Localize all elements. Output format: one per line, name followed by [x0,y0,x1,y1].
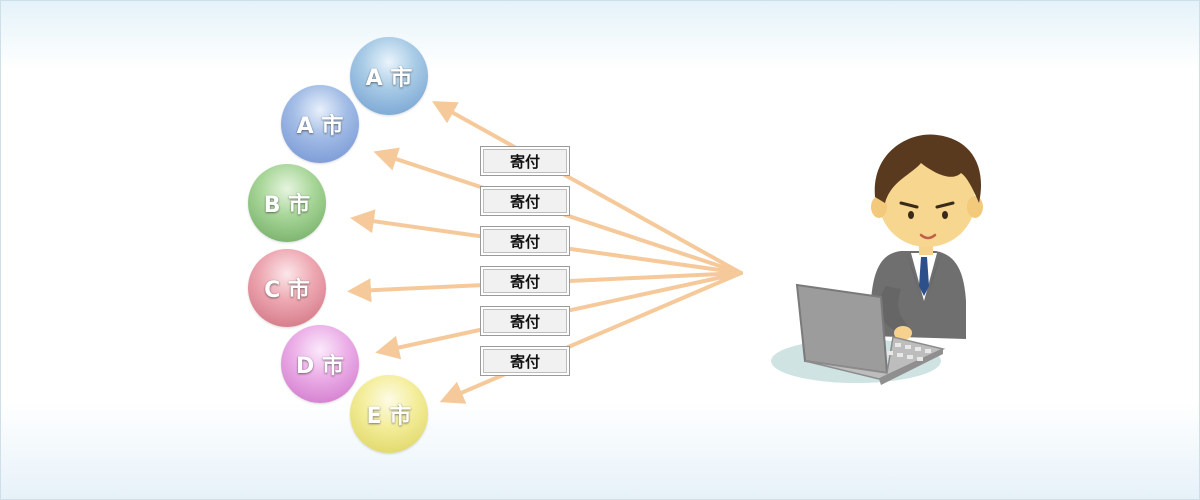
person-at-laptop-icon [771,134,983,385]
donation-label-4: 寄付 [480,266,570,296]
city-bubble-6: E 市 [350,375,428,453]
city-label: A 市 [296,114,344,139]
donation-label-3: 寄付 [480,226,570,256]
donation-label-5: 寄付 [480,306,570,336]
city-bubble-2: A 市 [281,85,359,163]
city-label: C 市 [264,278,310,303]
arrow-to-city-1 [432,101,743,275]
city-bubble-1: A 市 [350,37,428,115]
city-bubble-3: B 市 [248,164,326,242]
city-bubble-5: D 市 [281,325,359,403]
city-label: E 市 [366,404,412,429]
city-label: D 市 [296,354,344,379]
city-label: B 市 [263,193,311,218]
donation-label-6: 寄付 [480,346,570,376]
donation-label-2: 寄付 [480,186,570,216]
city-label: A 市 [365,66,413,91]
arrow-to-city-6 [439,271,743,404]
donation-label-1: 寄付 [480,146,570,176]
city-bubble-4: C 市 [248,249,326,327]
